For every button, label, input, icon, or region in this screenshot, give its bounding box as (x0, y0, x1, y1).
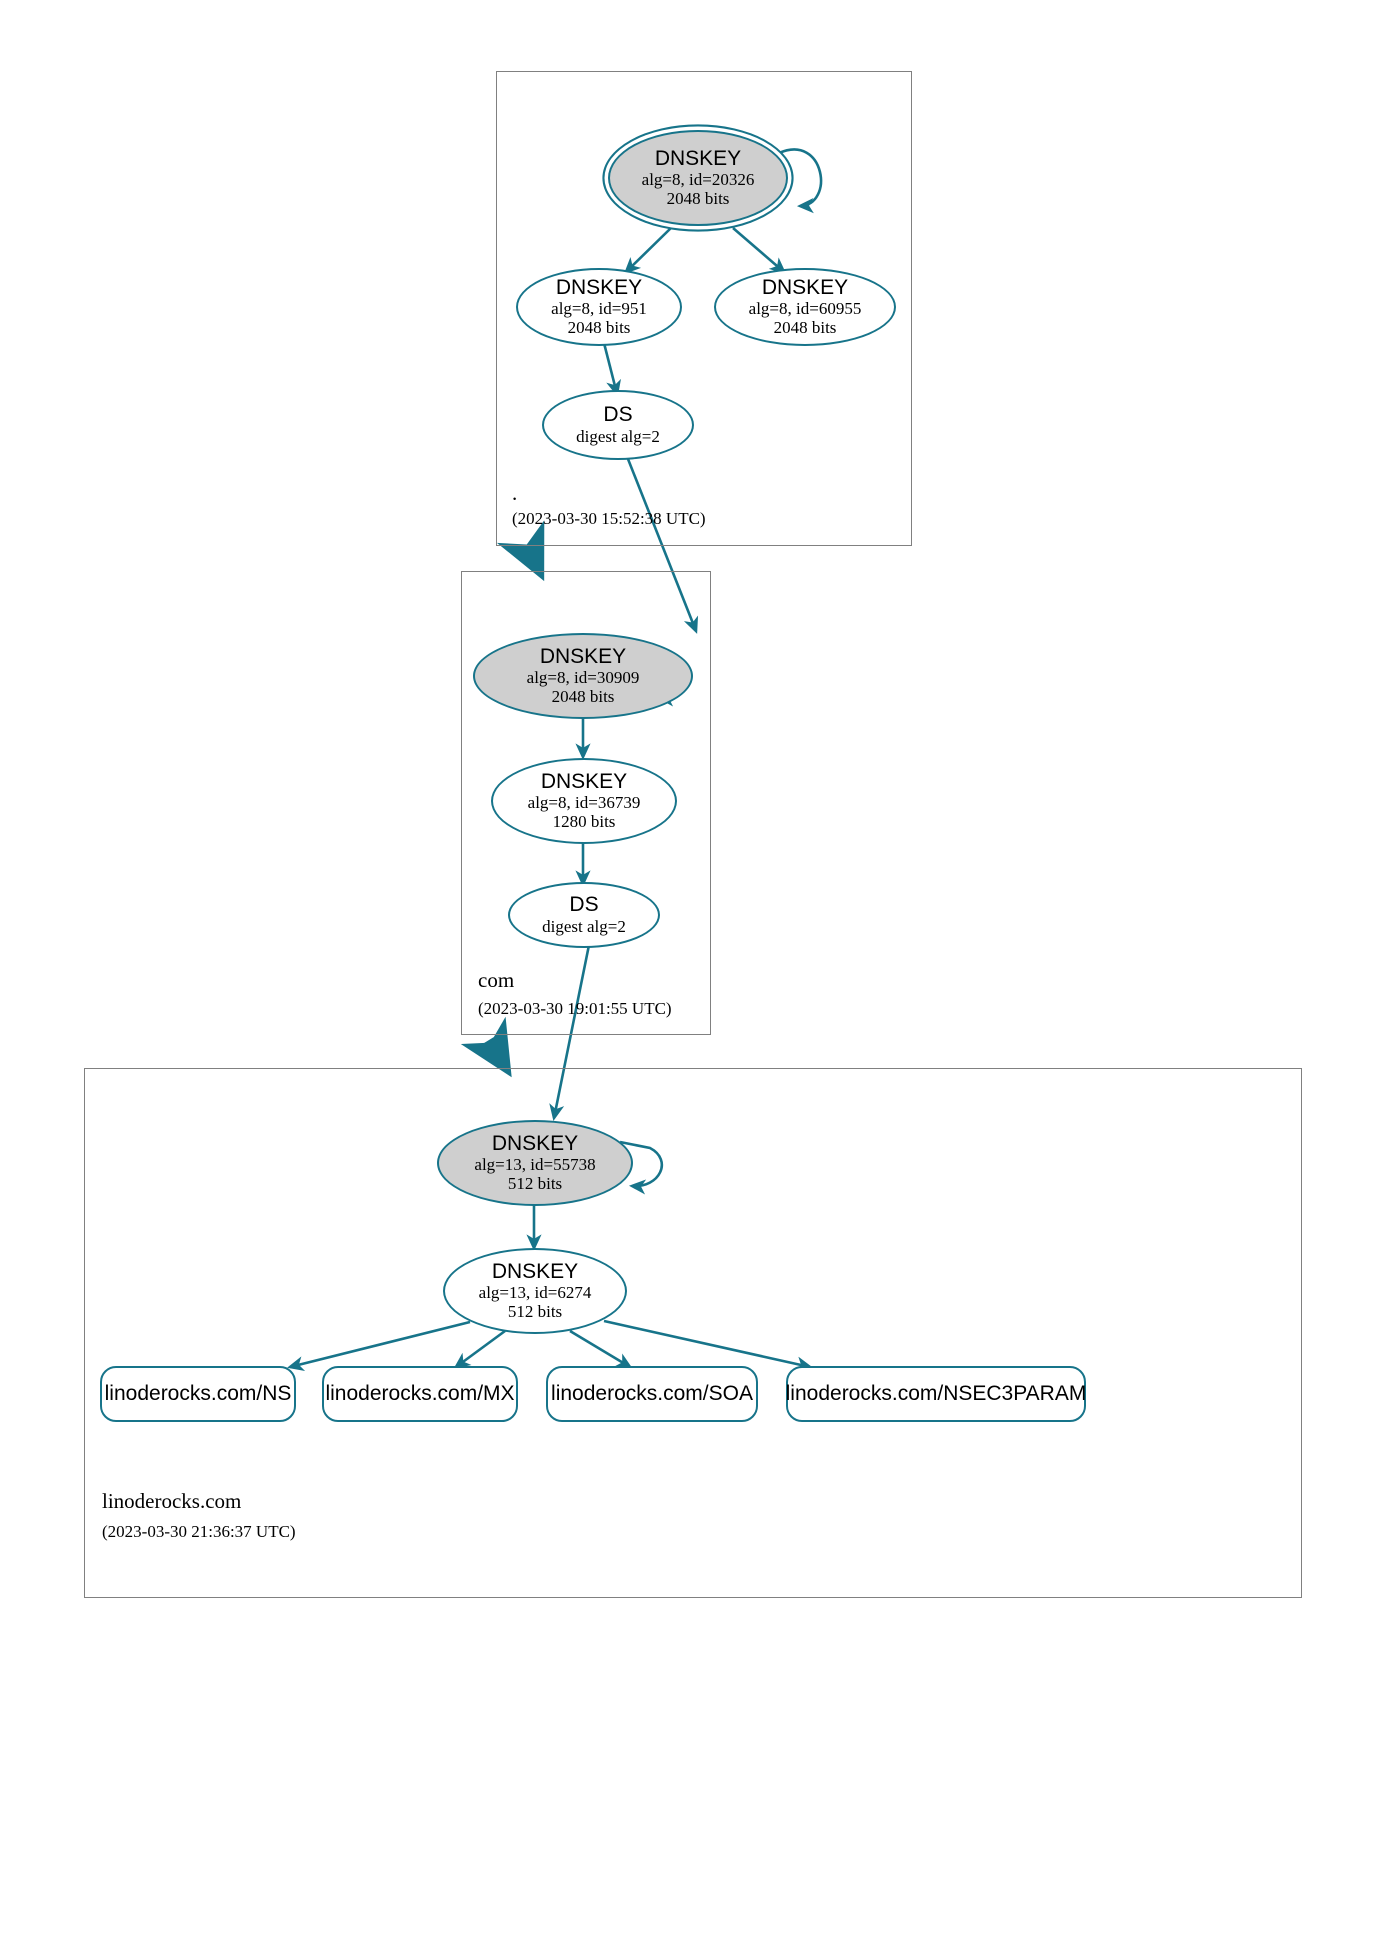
node-root-dnskey-60955-detail: alg=8, id=60955 (748, 299, 862, 319)
edge-com-to-linoderocks-delegation (460, 1016, 512, 1078)
rrset-linoderocks-ns[interactable]: linoderocks.com/NS (100, 1366, 296, 1422)
node-root-dnskey-60955-title: DNSKEY (761, 275, 849, 299)
rrset-linoderocks-nsec3param-label: linoderocks.com/NSEC3PARAM (785, 1382, 1087, 1405)
node-com-ds-detail: digest alg=2 (542, 916, 626, 936)
node-root-ds-title: DS (603, 403, 633, 427)
node-com-ksk[interactable]: DNSKEY alg=8, id=30909 2048 bits (473, 633, 693, 719)
node-linoderocks-zsk-title: DNSKEY (491, 1259, 579, 1283)
node-root-ksk-detail: alg=8, id=20326 (641, 170, 755, 190)
node-com-ds[interactable]: DS digest alg=2 (508, 882, 660, 948)
node-root-ksk-size: 2048 bits (666, 189, 730, 209)
rrset-linoderocks-soa[interactable]: linoderocks.com/SOA (546, 1366, 758, 1422)
node-com-ds-title: DS (569, 893, 599, 917)
node-com-zsk-detail: alg=8, id=36739 (527, 793, 641, 813)
node-root-ksk[interactable]: DNSKEY alg=8, id=20326 2048 bits (608, 130, 788, 226)
rrset-linoderocks-ns-label: linoderocks.com/NS (104, 1382, 292, 1405)
zone-box-root (496, 71, 912, 546)
node-com-ksk-size: 2048 bits (551, 687, 615, 707)
zone-label-linoderocks-timestamp: (2023-03-30 21:36:37 UTC) (102, 1522, 296, 1541)
node-root-ksk-title: DNSKEY (654, 146, 742, 170)
node-root-ds-detail: digest alg=2 (576, 426, 660, 446)
node-com-ksk-title: DNSKEY (539, 644, 627, 668)
node-linoderocks-zsk-size: 512 bits (507, 1302, 563, 1322)
node-linoderocks-ksk-detail: alg=13, id=55738 (474, 1155, 596, 1175)
node-linoderocks-ksk[interactable]: DNSKEY alg=13, id=55738 512 bits (437, 1120, 633, 1206)
node-root-dnskey-60955-size: 2048 bits (773, 318, 837, 338)
node-linoderocks-ksk-size: 512 bits (507, 1174, 563, 1194)
zone-label-root-name: . (512, 481, 518, 505)
node-linoderocks-zsk-detail: alg=13, id=6274 (478, 1283, 592, 1303)
zone-label-linoderocks-name: linoderocks.com (102, 1489, 242, 1513)
rrset-linoderocks-nsec3param[interactable]: linoderocks.com/NSEC3PARAM (786, 1366, 1086, 1422)
zone-label-root-timestamp: (2023-03-30 15:52:38 UTC) (512, 509, 706, 528)
edge-root-to-com-delegation (496, 520, 545, 582)
node-root-dnskey-951-detail: alg=8, id=951 (551, 299, 647, 319)
node-com-zsk[interactable]: DNSKEY alg=8, id=36739 1280 bits (491, 758, 677, 844)
rrset-linoderocks-mx[interactable]: linoderocks.com/MX (322, 1366, 518, 1422)
node-com-zsk-title: DNSKEY (540, 769, 628, 793)
node-linoderocks-zsk[interactable]: DNSKEY alg=13, id=6274 512 bits (443, 1248, 627, 1334)
node-root-dnskey-951[interactable]: DNSKEY alg=8, id=951 2048 bits (516, 268, 682, 346)
node-root-dnskey-951-title: DNSKEY (555, 275, 643, 299)
node-root-dnskey-951-size: 2048 bits (567, 318, 631, 338)
node-linoderocks-ksk-title: DNSKEY (491, 1131, 579, 1155)
zone-label-com-timestamp: (2023-03-30 19:01:55 UTC) (478, 999, 672, 1018)
node-root-ds[interactable]: DS digest alg=2 (542, 390, 694, 460)
zone-box-com (461, 571, 711, 1035)
node-root-dnskey-60955[interactable]: DNSKEY alg=8, id=60955 2048 bits (714, 268, 896, 346)
rrset-linoderocks-soa-label: linoderocks.com/SOA (551, 1382, 753, 1405)
zone-box-linoderocks (84, 1068, 1302, 1598)
zone-label-com-name: com (478, 968, 515, 992)
rrset-linoderocks-mx-label: linoderocks.com/MX (325, 1382, 515, 1405)
node-com-zsk-size: 1280 bits (552, 812, 616, 832)
node-com-ksk-detail: alg=8, id=30909 (526, 668, 640, 688)
